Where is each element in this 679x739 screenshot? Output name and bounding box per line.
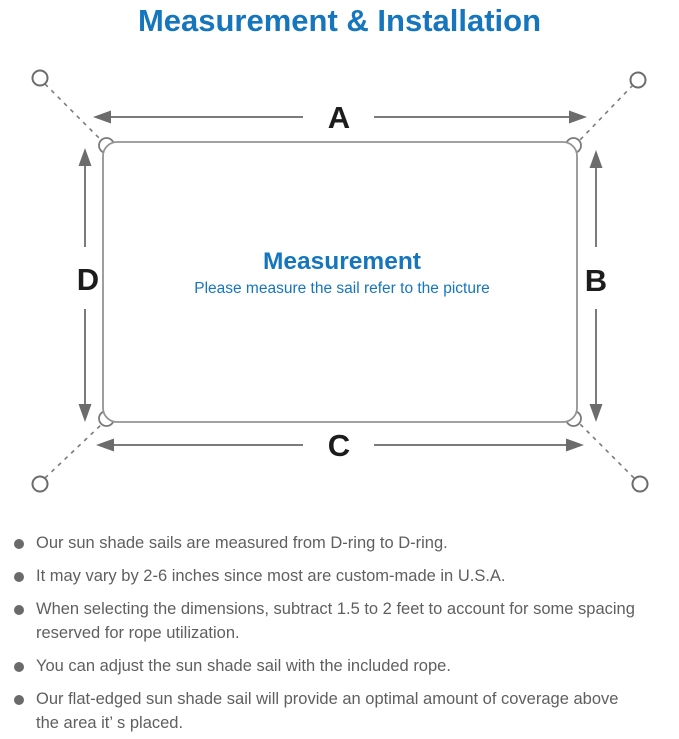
list-item: It may vary by 2-6 inches since most are… <box>8 564 672 588</box>
label-side-b: B <box>585 263 607 298</box>
sail-measurement-diagram: A B C D Measurement Please measure the s… <box>31 69 649 493</box>
rope-dashed-bottom-right <box>579 423 635 479</box>
arrowhead-up-icon <box>78 148 92 166</box>
measure-arrow-b <box>589 150 603 422</box>
note-text: Our sun shade sails are measured from D-… <box>36 534 448 552</box>
measure-arrow-a <box>93 110 587 124</box>
note-text: You can adjust the sun shade sail with t… <box>36 657 451 675</box>
arrowhead-up-icon <box>589 150 603 168</box>
list-item: Our flat-edged sun shade sail will provi… <box>8 687 672 735</box>
bullet-dot-icon <box>14 695 24 705</box>
bullet-dot-icon <box>14 572 24 582</box>
bullet-dot-icon <box>14 539 24 549</box>
page-title: Measurement & Installation <box>137 3 542 38</box>
measurement-notes-list: Our sun shade sails are measured from D-… <box>8 531 672 739</box>
anchor-ring-top-right-icon <box>629 71 647 89</box>
arrowhead-left-icon <box>96 438 114 452</box>
center-subheading: Please measure the sail refer to the pic… <box>194 280 490 297</box>
anchor-ring-top-left-icon <box>31 69 49 87</box>
arrowhead-down-icon <box>589 404 603 422</box>
arrowhead-left-icon <box>93 110 111 124</box>
arrowhead-right-icon <box>566 438 584 452</box>
rope-dashed-bottom-left <box>44 423 103 479</box>
arrowhead-right-icon <box>569 110 587 124</box>
anchor-ring-bottom-left-icon <box>31 475 49 493</box>
list-item: Our sun shade sails are measured from D-… <box>8 531 672 555</box>
label-side-c: C <box>328 428 350 463</box>
arrowhead-down-icon <box>78 404 92 422</box>
label-side-d: D <box>77 262 99 297</box>
note-text: When selecting the dimensions, subtract … <box>36 600 635 642</box>
rope-dashed-top-right <box>578 84 634 142</box>
center-heading: Measurement <box>263 248 421 275</box>
sail-outline <box>102 141 578 423</box>
note-text: It may vary by 2-6 inches since most are… <box>36 567 506 585</box>
list-item: When selecting the dimensions, subtract … <box>8 597 672 645</box>
anchor-ring-bottom-right-icon <box>631 475 649 493</box>
bullet-dot-icon <box>14 605 24 615</box>
measure-arrow-d <box>78 148 92 422</box>
label-side-a: A <box>328 100 350 135</box>
bullet-dot-icon <box>14 662 24 672</box>
note-text: Our flat-edged sun shade sail will provi… <box>36 690 619 732</box>
measure-arrow-c <box>96 438 584 452</box>
list-item: You can adjust the sun shade sail with t… <box>8 654 672 678</box>
rope-dashed-top-left <box>44 83 103 142</box>
